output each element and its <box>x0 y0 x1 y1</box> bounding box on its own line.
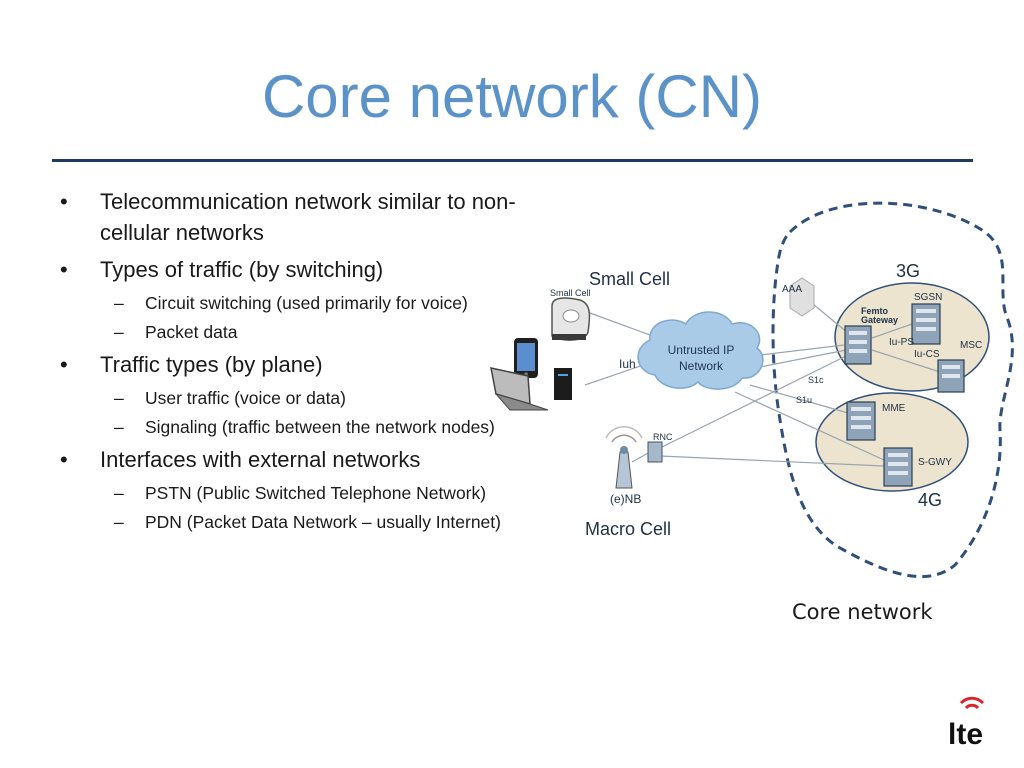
msc-server-icon <box>937 359 965 393</box>
femto-gateway-server-icon <box>844 325 872 365</box>
label-4g: 4G <box>918 490 942 510</box>
sub-bullet-text: PSTN (Public Switched Telephone Network) <box>145 483 487 503</box>
link-enb-rnc <box>631 451 651 463</box>
sub-bullet-item: – Signaling (traffic between the network… <box>58 415 518 439</box>
slide-title: Core network (CN) <box>261 63 763 130</box>
aaa-server-icon <box>789 277 815 317</box>
sgsn-server-icon <box>911 303 941 345</box>
iu-cs-label: Iu-CS <box>914 349 940 360</box>
mme-server-icon <box>846 401 876 441</box>
sgwy-label: S-GWY <box>918 457 952 468</box>
s1c-label: S1c <box>808 375 824 385</box>
femto-label-line1: Femto <box>861 306 889 316</box>
bullet-item: • Interfaces with external networks <box>58 444 518 475</box>
lte-logo: lte <box>948 696 985 750</box>
bullet-marker: • <box>60 189 68 214</box>
femto-label-line2: Gateway <box>861 315 898 325</box>
link-cloud-mme <box>749 384 849 414</box>
title-divider <box>52 159 973 162</box>
small-cell-device-label: Small Cell <box>550 288 591 298</box>
sgwy-server-icon <box>883 447 913 487</box>
enb-antenna-icon <box>605 426 643 489</box>
untrusted-ip-cloud: Untrusted IP Network <box>637 311 764 390</box>
bullet-text: Traffic types (by plane) <box>100 352 323 377</box>
link-rnc-sgwy <box>659 455 885 467</box>
core-network-caption: Core network <box>792 600 933 624</box>
link-smallcell-cloud <box>589 312 659 339</box>
bullet-marker: • <box>60 447 68 472</box>
dash-marker: – <box>114 483 124 503</box>
link-femto-sgsn <box>871 323 913 339</box>
aaa-label: AAA <box>782 284 802 295</box>
sub-bullet-item: – Packet data <box>58 320 518 344</box>
dash-marker: – <box>114 293 124 313</box>
link-cloud-femto <box>759 344 845 356</box>
macro-cell-label: Macro Cell <box>585 519 671 539</box>
network-diagram: Untrusted IP Network <box>490 201 1014 579</box>
sub-bullet-item: – PSTN (Public Switched Telephone Networ… <box>58 481 518 505</box>
enb-label: (e)NB <box>610 492 641 506</box>
bullet-item: • Traffic types (by plane) <box>58 349 518 380</box>
link-cloud-femto-2 <box>754 349 847 369</box>
bullet-marker: • <box>60 257 68 282</box>
laptop-icon <box>490 367 549 411</box>
dash-marker: – <box>114 512 124 532</box>
rnc-server-icon <box>647 441 663 463</box>
sub-bullet-item: – Circuit switching (used primarily for … <box>58 291 518 315</box>
link-rnc-femto <box>659 355 847 449</box>
core-boundary <box>771 201 1014 579</box>
sub-bullet-text: Circuit switching (used primarily for vo… <box>145 293 468 313</box>
signal-wave-outer <box>959 696 985 705</box>
bullet-list: • Telecommunication network similar to n… <box>58 186 518 539</box>
bullet-item: • Types of traffic (by switching) <box>58 254 518 285</box>
sub-bullet-text: PDN (Packet Data Network – usually Inter… <box>145 512 501 532</box>
sub-bullet-text: User traffic (voice or data) <box>145 388 346 408</box>
dash-marker: – <box>114 322 124 342</box>
dash-marker: – <box>114 417 124 437</box>
link-femto-msc <box>871 349 941 373</box>
rnc-label: RNC <box>653 432 673 442</box>
sub-bullet-item: – PDN (Packet Data Network – usually Int… <box>58 510 518 534</box>
mme-label: MME <box>882 403 906 414</box>
msc-label: MSC <box>960 340 982 351</box>
small-cell-router-icon <box>551 297 591 341</box>
label-3g: 3G <box>896 261 920 281</box>
sub-bullet-text: Signaling (traffic between the network n… <box>145 417 495 437</box>
dash-marker: – <box>114 388 124 408</box>
cloud-label-line1: Untrusted IP <box>668 343 735 357</box>
sub-bullet-item: – User traffic (voice or data) <box>58 386 518 410</box>
cloud-label-line2: Network <box>679 359 724 373</box>
modem-icon <box>554 368 572 400</box>
bullet-item: • Telecommunication network similar to n… <box>58 186 518 248</box>
iu-ps-label: Iu-PS <box>889 337 914 348</box>
sub-bullet-text: Packet data <box>145 322 238 342</box>
smartphone-icon <box>514 338 538 378</box>
bullet-text: Types of traffic (by switching) <box>100 257 384 282</box>
small-cell-label: Small Cell <box>589 269 670 289</box>
s1u-label: S1u <box>796 395 812 405</box>
iuh-label: Iuh <box>619 357 636 371</box>
bullet-text: Telecommunication network similar to non… <box>100 189 516 245</box>
link-cloud-sgwy <box>734 391 885 461</box>
lte-logo-text: lte <box>948 718 983 750</box>
bullet-text: Interfaces with external networks <box>100 447 421 472</box>
signal-wave-inner <box>964 703 980 710</box>
bullet-marker: • <box>60 352 68 377</box>
sgsn-label: SGSN <box>914 292 942 303</box>
